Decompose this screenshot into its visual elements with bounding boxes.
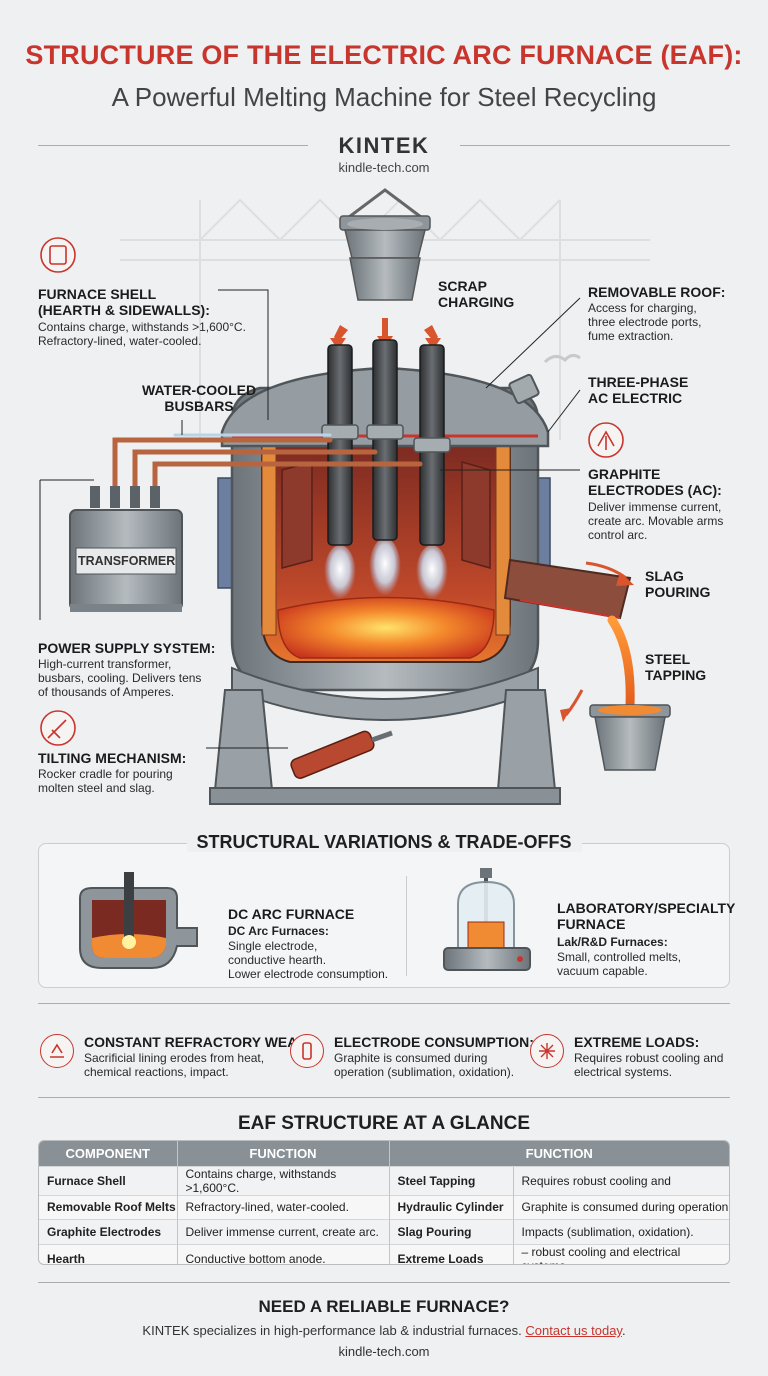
tradeoffs-divider-bottom (38, 1097, 730, 1098)
table-row: Graphite Electrodes Deliver immense curr… (39, 1219, 729, 1244)
table-cell: Impacts (sublimation, oxidation). (512, 1219, 729, 1244)
label-icons (40, 237, 624, 746)
label-roof-text: Access for charging, three electrode por… (588, 301, 702, 343)
lab-furnace-icon (443, 868, 531, 971)
label-tilting-text: Rocker cradle for pouring molten steel a… (38, 767, 173, 795)
glance-header-function-1: FUNCTION (176, 1141, 389, 1166)
table-cell: Slag Pouring (388, 1219, 513, 1244)
dc-furnace-title: DC ARC FURNACE (228, 906, 355, 922)
arc-3 (416, 545, 448, 605)
ladle (589, 704, 671, 771)
extreme-loads-icon (530, 1034, 564, 1068)
tradeoff-electrode-title: ELECTRODE CONSUMPTION: (334, 1034, 534, 1050)
label-roof-title: REMOVABLE ROOF: (588, 284, 726, 300)
refractory-wear-icon (40, 1034, 74, 1068)
fume-smoke (543, 353, 581, 364)
divider-right (460, 145, 730, 146)
cta-title: NEED A RELIABLE FURNACE? (258, 1297, 510, 1316)
tradeoff-loads-title: EXTREME LOADS: (574, 1034, 700, 1050)
label-power-text: High-current transformer, busbars, cooli… (38, 657, 202, 699)
table-cell: Conductive bottom anode. (176, 1243, 389, 1264)
brand-logo: KINTEK (338, 133, 430, 158)
cta-period: . (621, 1323, 626, 1338)
table-cell: Hydraulic Cylinder (388, 1194, 513, 1220)
contact-link[interactable]: Contact us today (525, 1323, 622, 1338)
glance-header-function-2: FUNCTION (388, 1141, 729, 1166)
dc-furnace-text: Single electrode, conductive hearth. Low… (228, 939, 389, 981)
transformer (69, 486, 183, 612)
label-power-title: POWER SUPPLY SYSTEM: (38, 640, 216, 656)
tapping-spout (503, 558, 632, 620)
graphite-electrodes (321, 339, 451, 546)
left-side-panel (217, 477, 233, 589)
cta-body: KINTEK specializes in high-performance l… (142, 1323, 522, 1338)
cta-url[interactable]: kindle-tech.com (338, 1344, 430, 1359)
label-graphite-text: Deliver immense current, create arc. Mov… (588, 500, 724, 542)
label-scrap-charging: SCRAP CHARGING (438, 278, 515, 310)
label-furnace-shell-title: FURNACE SHELL (HEARTH & SIDEWALLS): (38, 286, 210, 318)
table-row: Furnace Shell Contains charge, withstand… (39, 1165, 729, 1195)
brand-url: kindle-tech.com (338, 160, 430, 175)
fume-extraction-port (508, 373, 540, 405)
molten-steel-bath (277, 596, 495, 659)
table-cell: Contains charge, withstands >1,600°C. (176, 1165, 389, 1195)
arc-2 (369, 538, 401, 602)
page-subtitle: A Powerful Melting Machine for Steel Rec… (111, 82, 657, 112)
lab-furnace-sub: Lak/R&D Furnaces: (557, 935, 668, 949)
table-cell: Furnace Shell (39, 1165, 177, 1195)
tradeoff-electrode-text: Graphite is consumed during operation (s… (334, 1051, 515, 1079)
cta-text: KINTEK specializes in high-performance l… (0, 1323, 768, 1338)
lab-furnace-text: Small, controlled melts, vacuum capable. (557, 950, 682, 978)
steel-tapping-stream (607, 615, 635, 710)
label-tilting-title: TILTING MECHANISM: (38, 750, 187, 766)
divider-left (38, 145, 308, 146)
table-cell: Removable Roof Melts (39, 1194, 177, 1220)
label-slag-pouring: SLAG POURING (645, 568, 711, 600)
table-cell: Hearth (39, 1243, 177, 1264)
arc-1 (324, 545, 356, 605)
dc-furnace-icon (79, 872, 198, 969)
glance-title: EAF STRUCTURE AT A GLANCE (237, 1113, 531, 1134)
scrap-bucket (339, 188, 431, 301)
table-cell: Steel Tapping (388, 1165, 513, 1195)
furnace-doors (281, 461, 491, 569)
label-graphite-title: GRAPHITE ELECTRODES (AC): (588, 466, 722, 498)
label-steel-tapping: STEEL TAPPING (645, 651, 707, 683)
table-cell: Extreme Loads (388, 1243, 513, 1264)
leader-lines (39, 289, 581, 749)
tilting-cradle (209, 666, 561, 805)
tradeoff-loads-text: Requires robust cooling and electrical s… (574, 1051, 724, 1079)
lab-furnace-title: LABORATORY/SPECIALTY FURNACE (557, 900, 736, 932)
table-cell: Requires robust cooling and (512, 1165, 729, 1195)
label-busbars: WATER-COOLED BUSBARS (142, 382, 257, 414)
variations-divider (406, 876, 407, 976)
label-furnace-shell-text: Contains charge, withstands >1,600°C. Re… (38, 320, 246, 348)
electrode-consumption-icon (290, 1034, 324, 1068)
table-cell: Deliver immense current, create arc. (176, 1219, 389, 1244)
dc-furnace-sub: DC Arc Furnaces: (228, 924, 329, 938)
table-cell: Graphite is consumed during operation (512, 1194, 729, 1220)
transformer-label: TRANSFORMER (78, 554, 176, 568)
glance-table: COMPONENT FUNCTION FUNCTION Furnace Shel… (38, 1140, 730, 1265)
eaf-illustration (39, 188, 671, 805)
tradeoffs-divider-top (38, 1003, 730, 1004)
variations-title: STRUCTURAL VARIATIONS & TRADE-OFFS (0, 832, 768, 853)
cta-divider (38, 1282, 730, 1283)
table-cell: Refractory-lined, water-cooled. (176, 1194, 389, 1220)
table-row: Hearth Conductive bottom anode. Extreme … (39, 1243, 729, 1264)
tradeoff-refractory-title: CONSTANT REFRACTORY WEAR: (84, 1034, 313, 1050)
hydraulic-cylinder (290, 730, 393, 779)
table-row: Removable Roof Melts Refractory-lined, w… (39, 1194, 729, 1220)
table-cell: – robust cooling and electrical systems. (512, 1243, 729, 1264)
glance-header-component: COMPONENT (39, 1141, 177, 1166)
page-title: STRUCTURE OF THE ELECTRIC ARC FURNACE (E… (25, 40, 743, 70)
label-three-phase: THREE-PHASE AC ELECTRIC (588, 374, 689, 406)
table-cell: Graphite Electrodes (39, 1219, 177, 1244)
tradeoff-refractory-text: Sacrificial lining erodes from heat, che… (84, 1051, 265, 1079)
